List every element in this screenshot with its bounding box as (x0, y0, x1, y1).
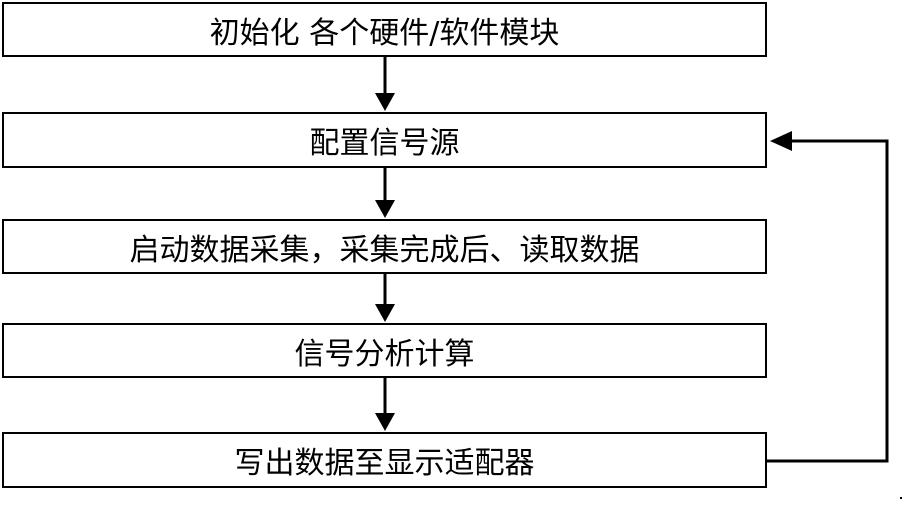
arrow-step3-to-step4 (375, 274, 395, 322)
loop-arrow-step5-to-step2 (767, 131, 889, 463)
step-configure-signal-source: 配置信号源 (2, 112, 767, 168)
step-signal-analysis-label: 信号分析计算 (294, 336, 475, 372)
step-signal-analysis: 信号分析计算 (2, 323, 767, 378)
arrow-step4-to-step5 (375, 378, 395, 431)
stray-dot (900, 497, 902, 499)
step-start-acquisition: 启动数据采集，采集完成后、读取数据 (2, 219, 767, 274)
arrow-step1-to-step2 (375, 57, 395, 111)
step-start-acquisition-label: 启动数据采集，采集完成后、读取数据 (129, 232, 640, 268)
step-init-modules: 初始化 各个硬件/软件模块 (2, 2, 767, 57)
step-write-to-display-label: 写出数据至显示适配器 (234, 446, 535, 481)
step-write-to-display: 写出数据至显示适配器 (2, 432, 767, 488)
step-configure-signal-source-label: 配置信号源 (309, 126, 460, 161)
arrow-step2-to-step3 (375, 168, 395, 218)
step-init-modules-label: 初始化 各个硬件/软件模块 (209, 15, 560, 51)
